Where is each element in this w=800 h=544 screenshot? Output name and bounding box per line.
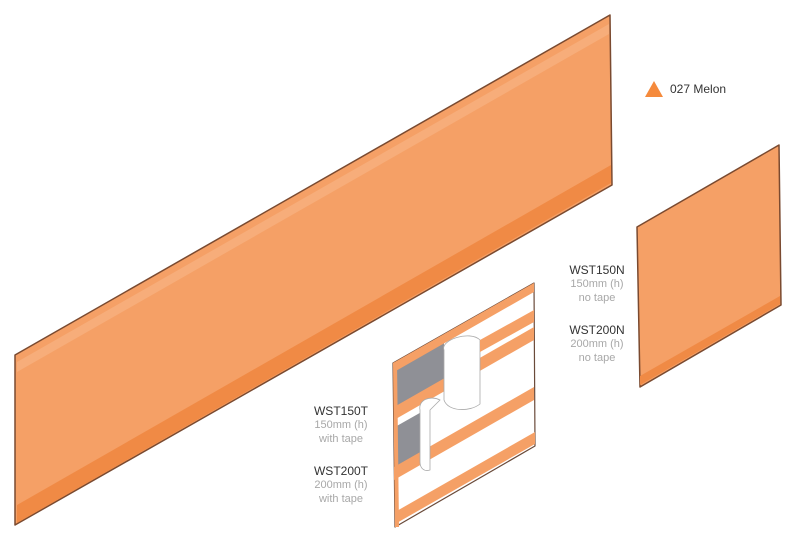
product-code: WST150N	[569, 263, 625, 277]
color-legend: 027 Melon	[644, 80, 726, 98]
product-tape: no tape	[578, 292, 616, 304]
triangle-icon	[645, 81, 663, 97]
label-wst150t: WST150T 150mm (h) with tape	[301, 404, 381, 446]
product-height: 200mm (h)	[314, 479, 368, 491]
legend-label: 027 Melon	[670, 82, 727, 96]
product-tape: no tape	[578, 352, 616, 364]
product-height: 200mm (h)	[570, 338, 624, 350]
small-wall-panel	[636, 144, 782, 388]
product-tape: with tape	[318, 433, 364, 445]
product-height: 150mm (h)	[314, 419, 368, 431]
taped-panel-back	[392, 282, 536, 528]
label-wst150n: WST150N 150mm (h) no tape	[557, 263, 637, 305]
product-code: WST150T	[313, 404, 368, 418]
product-height: 150mm (h)	[570, 278, 624, 290]
large-wall-panel	[14, 14, 613, 526]
label-wst200t: WST200T 200mm (h) with tape	[301, 464, 381, 506]
product-code: WST200N	[569, 323, 625, 337]
product-tape: with tape	[318, 493, 364, 505]
product-code: WST200T	[313, 464, 368, 478]
label-wst200n: WST200N 200mm (h) no tape	[557, 323, 637, 365]
